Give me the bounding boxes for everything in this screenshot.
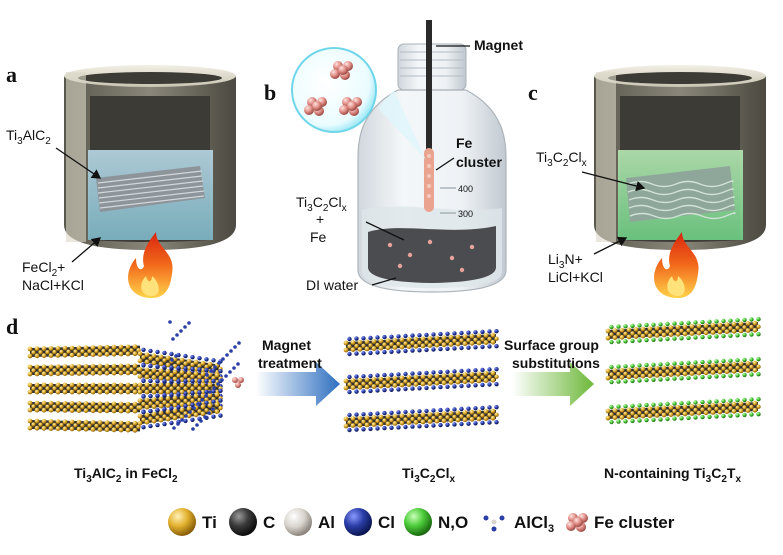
ti3c2clx-structure bbox=[343, 329, 499, 433]
label-product-c: Ti3C2Clx bbox=[536, 149, 587, 169]
pointer-salt-a bbox=[71, 237, 101, 263]
ti3alc2-structure bbox=[27, 320, 241, 433]
mark-300: 300 bbox=[458, 209, 473, 219]
label-fe-cluster-1: Fe bbox=[456, 135, 473, 151]
alcl3-molecule-icon bbox=[483, 515, 505, 532]
fe-cluster-small bbox=[232, 377, 244, 388]
panel-b: b 400 300 Magnet Fe bbox=[264, 20, 523, 293]
legend-ti: Ti bbox=[168, 508, 217, 536]
ti-atom-icon bbox=[168, 508, 196, 536]
svg-text:Ti: Ti bbox=[202, 513, 217, 532]
magnet-rod bbox=[424, 20, 434, 212]
label-water: DI water bbox=[306, 277, 358, 293]
al-atom-icon bbox=[284, 508, 312, 536]
caption-ti3alc2: Ti3AlC2 in FeCl2 bbox=[74, 465, 178, 485]
arrow1-label-line2: treatment bbox=[258, 355, 322, 371]
flame-icon bbox=[128, 232, 173, 298]
legend-fe-cluster: Fe cluster bbox=[566, 513, 675, 532]
panel-a: a Ti3AlC2 FeCl2+ NaCl+KCl bbox=[6, 62, 236, 298]
legend-cl: Cl bbox=[344, 508, 395, 536]
pointer-product-b bbox=[365, 221, 405, 241]
label-fe-b: Fe bbox=[310, 229, 327, 245]
pointer-ti3alc2-a bbox=[55, 147, 102, 179]
legend-n-o: N,O bbox=[404, 508, 468, 536]
pointer-product-c bbox=[581, 171, 646, 192]
fe-cluster-icon bbox=[566, 513, 588, 532]
legend-c: C bbox=[229, 508, 275, 536]
pointer-salt-c bbox=[593, 236, 628, 255]
panel-label-b: b bbox=[264, 80, 276, 105]
layered-crystal-c bbox=[626, 166, 736, 222]
label-plus-b: + bbox=[316, 211, 324, 227]
caption-ti3c2clx: Ti3C2Clx bbox=[402, 465, 455, 485]
legend-al: Al bbox=[284, 508, 335, 536]
panel-label-c: c bbox=[528, 80, 538, 105]
n-containing-ti3c2tx-structure bbox=[605, 317, 761, 425]
label-salt-a-line2: NaCl+KCl bbox=[22, 277, 84, 293]
pointer-fe-cluster bbox=[435, 157, 455, 171]
pointer-water bbox=[371, 277, 397, 286]
panel-label-d: d bbox=[6, 314, 18, 339]
svg-text:Fe cluster: Fe cluster bbox=[594, 513, 675, 532]
fe-cluster-icons-zoom bbox=[304, 61, 362, 116]
legend-alcl3: AlCl3 bbox=[483, 513, 554, 535]
n-o-atom-icon bbox=[404, 508, 432, 536]
caption-n-ti3c2tx: N-containing Ti3C2Tx bbox=[604, 465, 741, 485]
label-salt-c-line2: LiCl+KCl bbox=[548, 269, 603, 285]
svg-text:AlCl3: AlCl3 bbox=[514, 513, 554, 535]
panel-d: d Magnet treatment Surface group substit… bbox=[6, 314, 761, 485]
label-salt-a-line1: FeCl2+ bbox=[22, 259, 65, 279]
svg-text:C: C bbox=[263, 513, 275, 532]
layered-crystal-a bbox=[96, 166, 205, 212]
label-fe-cluster-2: cluster bbox=[456, 154, 502, 170]
label-magnet: Magnet bbox=[474, 37, 523, 53]
svg-text:N,O: N,O bbox=[438, 513, 468, 532]
svg-text:Al: Al bbox=[318, 513, 335, 532]
crucible-c bbox=[594, 65, 766, 250]
label-salt-c-line1: Li3N+ bbox=[548, 251, 583, 271]
cl-atom-icon bbox=[344, 508, 372, 536]
precipitate bbox=[368, 226, 496, 283]
panel-label-a: a bbox=[6, 62, 17, 87]
magnet-treatment-arrow bbox=[256, 362, 340, 406]
label-ti3alc2-a: Ti3AlC2 bbox=[6, 127, 51, 147]
arrow1-label-line1: Magnet bbox=[262, 337, 311, 353]
mark-400: 400 bbox=[458, 184, 473, 194]
crucible-a bbox=[64, 65, 236, 250]
c-atom-icon bbox=[229, 508, 257, 536]
panel-c: c Ti3C2Clx Li3N+ LiCl+KCl bbox=[528, 65, 766, 298]
zoom-bubble bbox=[291, 47, 426, 160]
surface-substitution-arrow bbox=[512, 362, 594, 406]
flame-icon bbox=[654, 232, 699, 298]
svg-text:Cl: Cl bbox=[378, 513, 395, 532]
arrow2-label-line2: substitutions bbox=[512, 355, 600, 371]
legend: Ti C Al Cl N,O AlCl3 bbox=[168, 508, 675, 536]
arrow2-label-line1: Surface group bbox=[504, 337, 599, 353]
label-product-b: Ti3C2Clx bbox=[296, 194, 347, 214]
